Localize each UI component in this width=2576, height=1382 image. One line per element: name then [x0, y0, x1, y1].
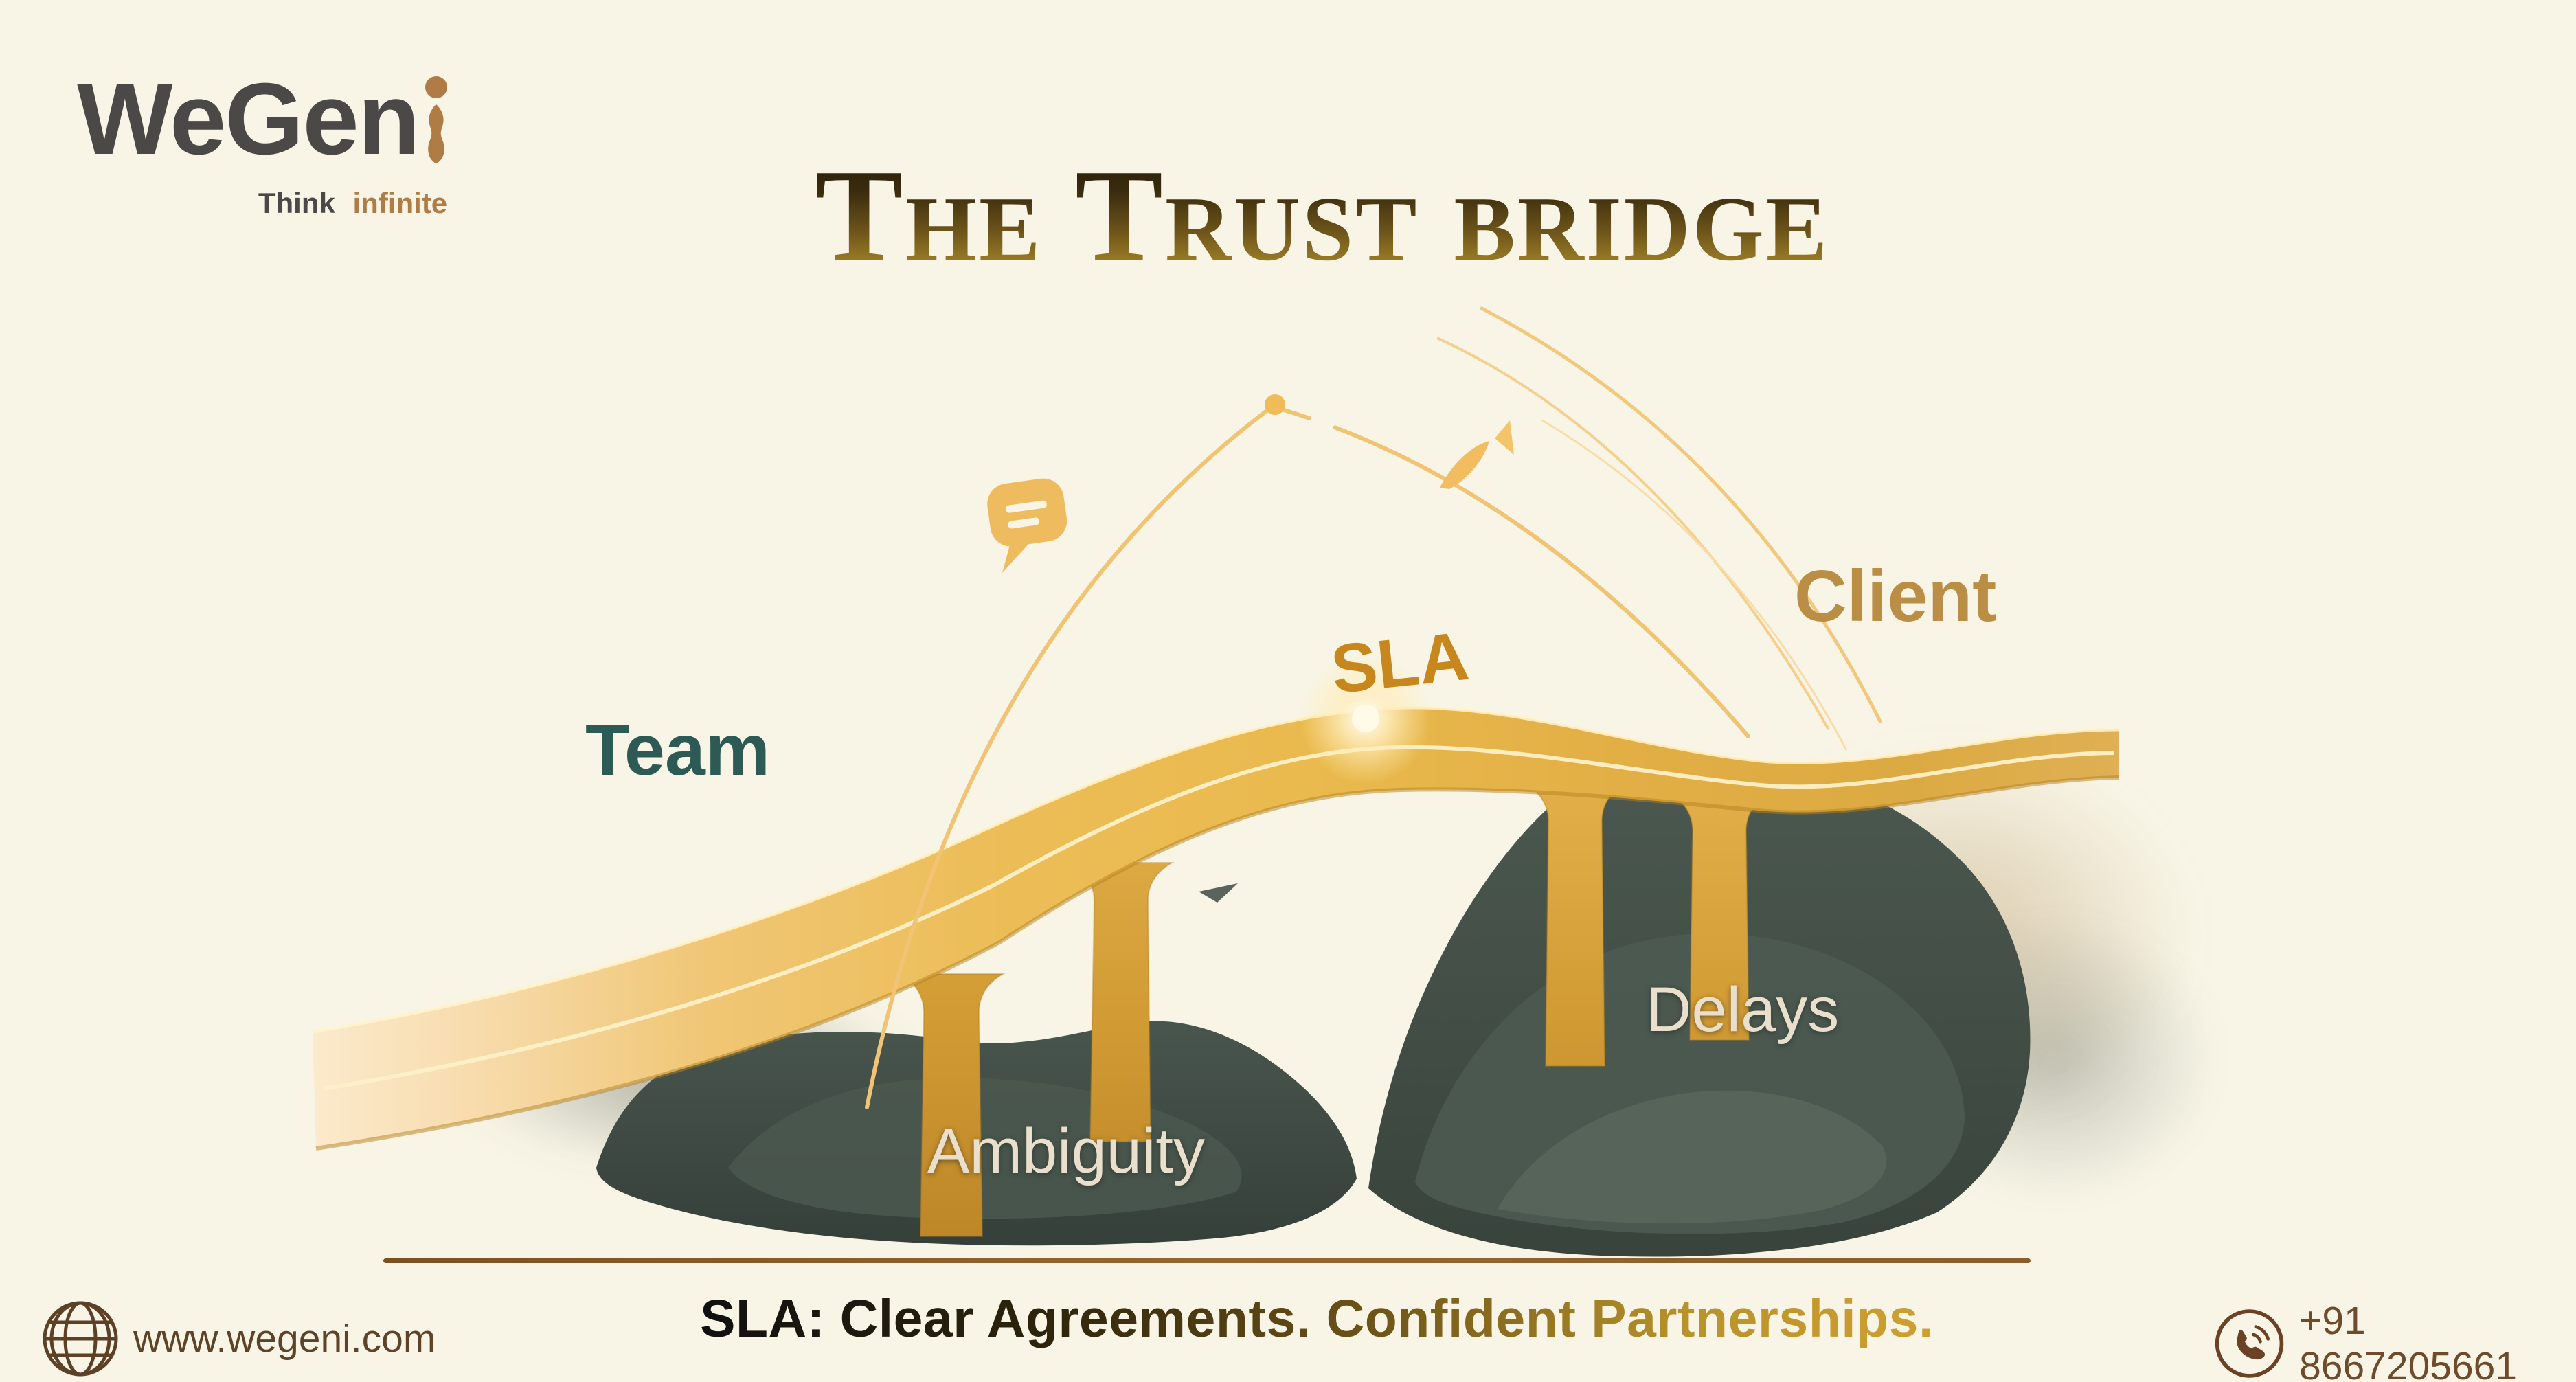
phone-icon [2215, 1309, 2284, 1378]
phone-item: +91 8667205661 [2213, 1298, 2576, 1382]
valley-blob-delays-inner2 [1498, 1090, 1886, 1224]
website-item: www.wegeni.com [40, 1298, 436, 1379]
client-label: Client [1794, 556, 1997, 637]
swoosh-arc-2 [1479, 306, 1883, 724]
swoosh-arc-3 [1541, 419, 1848, 751]
brand-tagline-word1: Think [258, 187, 335, 219]
sla-label: SLA [1327, 617, 1473, 709]
pillar-1 [897, 973, 1006, 1237]
brand-i-figure-icon [425, 76, 448, 163]
arc-dot-icon [1265, 394, 1285, 415]
bridge-road [313, 707, 2119, 1148]
swoosh-arc-1 [1436, 337, 1830, 730]
footer-tagline: SLA: Clear Agreements. Confident Partner… [700, 1289, 1934, 1348]
bridge-road-underside-shade [315, 775, 2120, 1151]
website-text: www.wegeni.com [133, 1317, 436, 1361]
phone-text: +91 8667205661 [2299, 1299, 2518, 1382]
brand-logo: WeGen Think infinite [77, 66, 449, 220]
delays-label: Delays [1646, 975, 1840, 1045]
footer-divider [383, 1258, 2031, 1263]
globe-icon [43, 1301, 118, 1377]
chat-bubble-icon [987, 478, 1067, 573]
brand-tagline: Think infinite [77, 187, 449, 220]
team-label: Team [585, 710, 771, 791]
apex-glow-core [1352, 705, 1379, 732]
bridge-pillars [897, 782, 1773, 1237]
brand-tagline-word2: infinite [352, 187, 448, 219]
paper-plane-icon [1440, 420, 1514, 489]
trust-arc-left [865, 405, 1274, 1109]
debris-speck [1199, 883, 1238, 903]
brand-name: WeGen [77, 63, 420, 176]
trust-arc-right [1280, 407, 1750, 738]
page-title: The Trust bridge [815, 142, 1830, 288]
ambiguity-label: Ambiguity [927, 1116, 1205, 1186]
